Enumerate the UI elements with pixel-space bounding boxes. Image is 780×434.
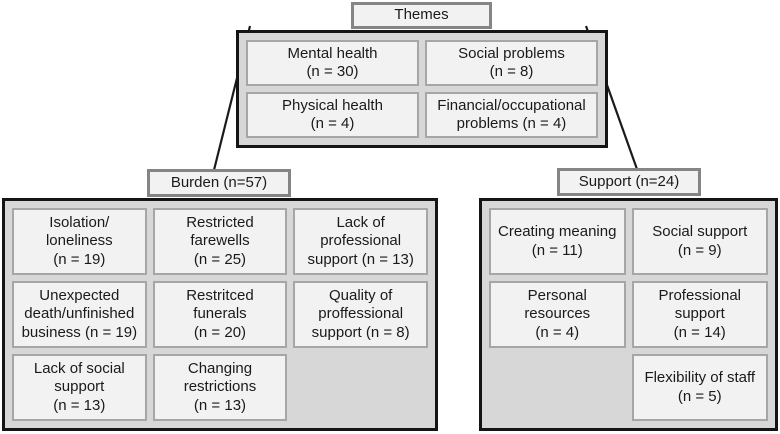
burden-cell-changing-restrictions: Changing restrictions (n = 13) <box>152 354 288 421</box>
themes-root-box: Themes <box>351 2 492 29</box>
burden-cell-restricted-farewells: Restricted farewells (n = 25) <box>152 208 288 275</box>
burden-header-box: Burden (n=57) <box>147 169 291 197</box>
burden-empty-cell <box>293 354 428 421</box>
support-cell-personal-resources: Personal resources (n = 4) <box>489 281 626 348</box>
themes-group-container: Mental health (n = 30) Social problems (… <box>236 30 608 148</box>
theme-cell-financial-occupational: Financial/occupational problems (n = 4) <box>425 92 598 138</box>
theme-cell-physical-health: Physical health (n = 4) <box>246 92 419 138</box>
support-group-container: Creating meaning (n = 11) Social support… <box>479 198 778 431</box>
support-cell-flexibility-of-staff: Flexibility of staff (n = 5) <box>631 354 768 421</box>
burden-cell-lack-professional-support: Lack of professional support (n = 13) <box>293 208 428 275</box>
burden-group-container: Isolation/ loneliness (n = 19) Restricte… <box>2 198 438 431</box>
burden-cell-restricted-funerals: Restritced funerals (n = 20) <box>152 281 288 348</box>
support-empty-cell <box>489 354 626 421</box>
burden-cell-unexpected-death: Unexpected death/unfinished business (n … <box>12 281 147 348</box>
burden-cell-lack-social-support: Lack of social support (n = 13) <box>12 354 147 421</box>
burden-header-label: Burden (n=57) <box>170 173 268 191</box>
support-header-label: Support (n=24) <box>578 172 680 190</box>
support-header-box: Support (n=24) <box>557 168 701 196</box>
theme-cell-mental-health: Mental health (n = 30) <box>246 40 419 86</box>
support-cell-professional-support: Professional support (n = 14) <box>631 281 768 348</box>
burden-cell-isolation-loneliness: Isolation/ loneliness (n = 19) <box>12 208 147 275</box>
themes-root-label: Themes <box>394 6 449 24</box>
burden-cell-quality-professional-support: Quality of proffessional support (n = 8) <box>293 281 428 348</box>
support-cell-creating-meaning: Creating meaning (n = 11) <box>489 208 626 275</box>
theme-cell-social-problems: Social problems (n = 8) <box>425 40 598 86</box>
support-cell-social-support: Social support (n = 9) <box>631 208 768 275</box>
